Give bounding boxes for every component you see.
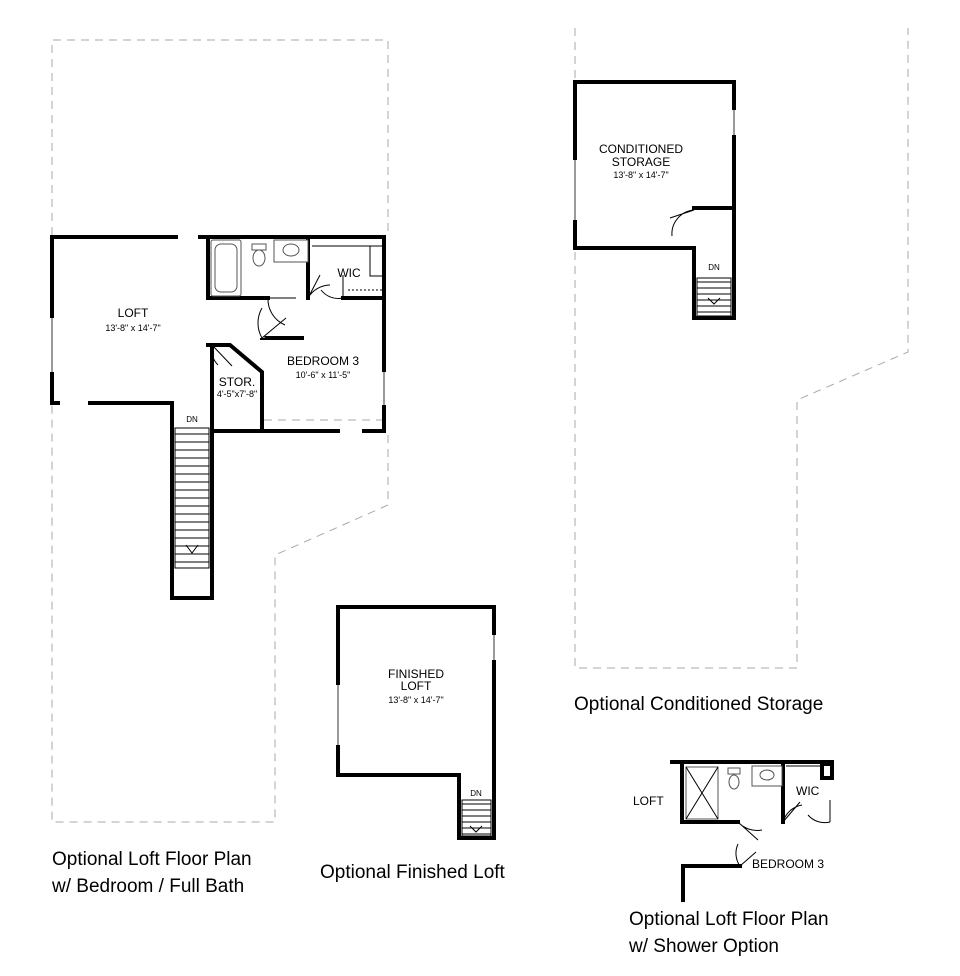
down-label-a: DN (186, 415, 198, 424)
down-label-b: DN (470, 789, 482, 798)
conditioned-storage-dimensions: 13'-8" x 14'-7" (613, 170, 668, 180)
bath-fixtures-a (210, 239, 384, 297)
caption-b: Optional Finished Loft (320, 862, 506, 883)
toilet-d (727, 767, 741, 775)
loft-label-d: LOFT (633, 794, 664, 808)
shower (685, 766, 719, 820)
storage-dimensions: 4'-5"x7'-8" (217, 389, 257, 399)
conditioned-storage-label-line2: STORAGE (612, 155, 670, 169)
stairs-a (174, 427, 210, 569)
windows-c (572, 110, 737, 220)
plan-finished-loft: FINISHED LOFT 13'-8" x 14'-7" DN Optiona… (320, 605, 506, 883)
walls-b (336, 605, 496, 840)
roof-outline-c (574, 28, 909, 669)
conditioned-storage-label-line1: CONDITIONED (599, 142, 683, 156)
bedroom-3-dimensions: 10'-6" x 11'-5" (296, 370, 351, 380)
door-c (669, 209, 695, 237)
wic-label: WIC (337, 266, 361, 280)
caption-d-line1: Optional Loft Floor Plan (629, 909, 829, 930)
walls-a (50, 235, 386, 600)
windows-a (49, 234, 387, 434)
finished-loft-dimensions: 13'-8" x 14'-7" (388, 695, 443, 705)
plan-loft-bedroom-full-bath: LOFT 13'-8" x 14'-7" BEDROOM 3 10'-6" x … (49, 39, 389, 897)
caption-c: Optional Conditioned Storage (574, 694, 823, 715)
storage-label: STOR. (219, 375, 255, 389)
stairs-b (461, 799, 492, 837)
walls-d (670, 760, 834, 902)
finished-loft-label-line1: FINISHED (388, 667, 444, 681)
finished-loft-label-line2: LOFT (401, 679, 432, 693)
down-label-c: DN (708, 263, 720, 272)
caption-a-line1: Optional Loft Floor Plan (52, 849, 252, 870)
caption-a-line2: w/ Bedroom / Full Bath (51, 876, 244, 897)
caption-d-line2: w/ Shower Option (628, 936, 779, 957)
wic-label-d: WIC (796, 784, 820, 798)
windows-b (335, 635, 497, 745)
walls-c (573, 80, 736, 320)
plan-conditioned-storage: CONDITIONED STORAGE 13'-8" x 14'-7" DN O… (572, 28, 909, 715)
roof-outline-a (51, 39, 389, 823)
toilet (251, 243, 267, 251)
plan-loft-shower-option: LOFT WIC BEDROOM 3 Optional Loft Floor P… (628, 760, 834, 957)
doors-a (211, 274, 344, 367)
stairs-c (696, 277, 732, 317)
bedroom-3-label-d: BEDROOM 3 (752, 857, 824, 871)
loft-label: LOFT (118, 306, 149, 320)
bedroom-3-label: BEDROOM 3 (287, 354, 359, 368)
loft-dimensions: 13'-8" x 14'-7" (105, 323, 160, 333)
